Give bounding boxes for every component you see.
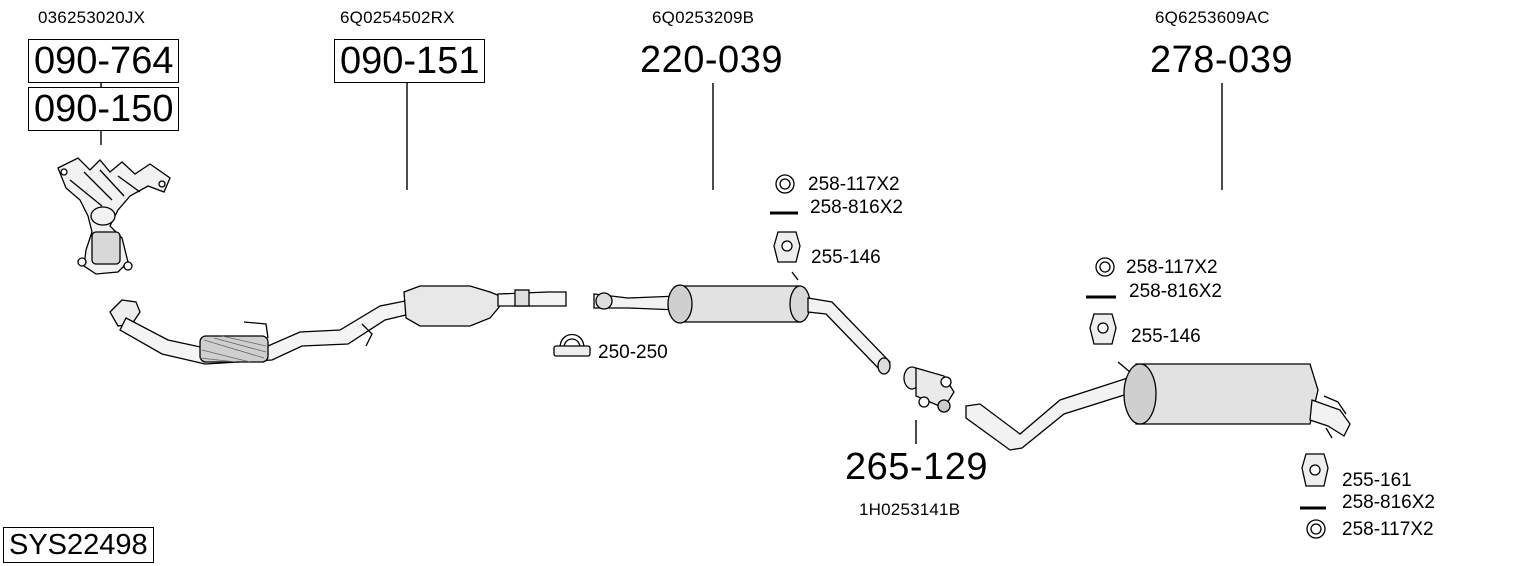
fittings-rear-top bbox=[1086, 257, 1117, 345]
fitting-ring-2[interactable]: 258-117X2 bbox=[1126, 257, 1218, 278]
middle-silencer-part bbox=[593, 284, 891, 375]
ring-icon-2 bbox=[1095, 257, 1115, 277]
connector-part bbox=[903, 366, 955, 413]
fitting-bolt-1[interactable]: 258-816X2 bbox=[810, 197, 903, 218]
part-number-connector[interactable]: 265-129 bbox=[845, 446, 988, 488]
part-number-middle-silencer[interactable]: 220-039 bbox=[640, 39, 783, 81]
fitting-clamp[interactable]: 250-250 bbox=[598, 342, 668, 363]
rear-silencer-part bbox=[965, 361, 1351, 451]
manifold-part bbox=[57, 157, 171, 275]
part-number-front-pipe[interactable]: 090-151 bbox=[334, 39, 486, 83]
part-number-manifold-a[interactable]: 090-764 bbox=[28, 39, 180, 83]
fitting-ring-3[interactable]: 258-117X2 bbox=[1342, 519, 1434, 540]
part-number-manifold-b[interactable]: 090-150 bbox=[28, 87, 180, 131]
oem-middle: 6Q0253209B bbox=[652, 8, 755, 27]
fitting-ring-1[interactable]: 258-117X2 bbox=[808, 174, 900, 195]
oem-connector: 1H0253141B bbox=[859, 500, 961, 519]
fitting-hanger-3[interactable]: 255-161 bbox=[1342, 470, 1412, 491]
ring-icon bbox=[775, 174, 795, 194]
fitting-bolt-2[interactable]: 258-816X2 bbox=[1129, 281, 1222, 302]
oem-manifold: 036253020JX bbox=[38, 8, 146, 27]
part-number-rear-silencer[interactable]: 278-039 bbox=[1150, 39, 1293, 81]
fitting-hanger-2[interactable]: 255-146 bbox=[1131, 326, 1201, 347]
fitting-hanger-1[interactable]: 255-146 bbox=[811, 247, 881, 268]
ring-icon-3 bbox=[1306, 519, 1326, 539]
oem-front-pipe: 6Q0254502RX bbox=[340, 8, 455, 27]
clamp-part bbox=[553, 333, 591, 357]
fittings-middle bbox=[770, 174, 801, 281]
system-id: SYS22498 bbox=[3, 527, 154, 563]
fittings-rear-bottom bbox=[1300, 453, 1329, 539]
oem-rear: 6Q6253609AC bbox=[1155, 8, 1270, 27]
front-pipe-part bbox=[109, 285, 567, 365]
fitting-bolt-3[interactable]: 258-816X2 bbox=[1342, 492, 1435, 513]
